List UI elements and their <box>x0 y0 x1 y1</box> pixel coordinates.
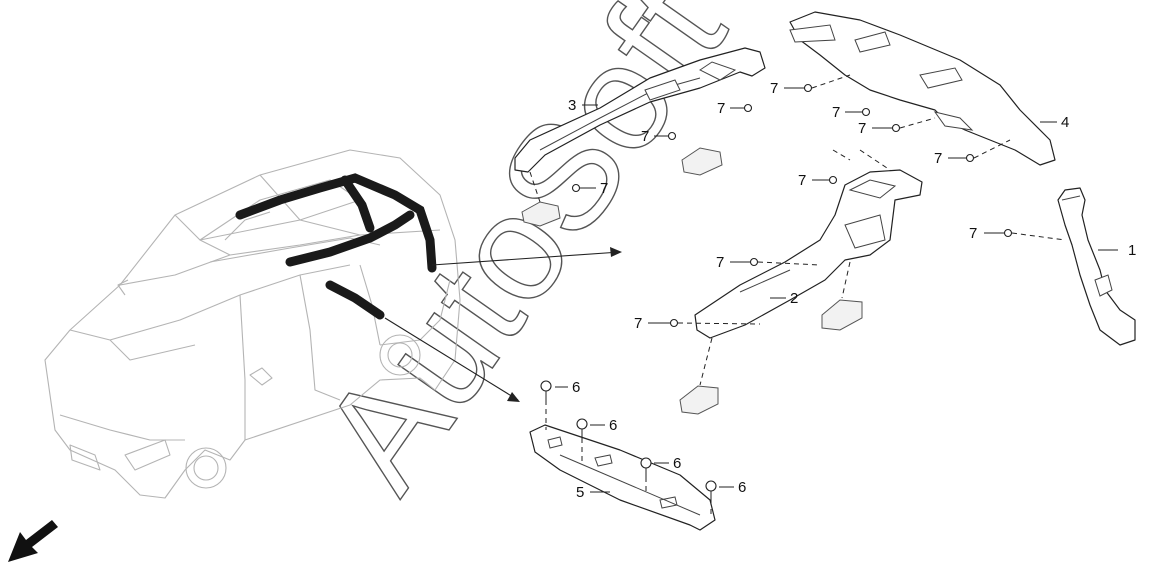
callout-7c: 7 <box>770 80 778 97</box>
callout-1: 1 <box>1128 242 1136 259</box>
callout-7b: 7 <box>717 100 725 117</box>
bolt-6-c <box>640 457 652 477</box>
callout-7d: 7 <box>832 104 840 121</box>
callout-3: 3 <box>568 97 576 114</box>
bolt-6-a <box>540 380 552 400</box>
callout-2: 2 <box>790 290 798 307</box>
callout-7a: 7 <box>641 128 649 145</box>
callout-6d: 6 <box>738 479 746 496</box>
part-2-grille <box>681 147 723 176</box>
callout-5: 5 <box>576 484 584 501</box>
callout-4: 4 <box>1061 114 1069 131</box>
callout-7e: 7 <box>858 120 866 137</box>
callout-6c: 6 <box>673 455 681 472</box>
front-direction-arrow-icon <box>8 520 58 562</box>
callout-6b: 6 <box>609 417 617 434</box>
screw-dash-lines <box>677 74 1066 325</box>
callout-7j: 7 <box>716 254 724 271</box>
part-2-duct <box>694 169 923 339</box>
callout-leaders <box>555 87 1118 493</box>
callout-7k: 7 <box>634 315 642 332</box>
callout-7h: 7 <box>600 180 608 197</box>
callout-7i: 7 <box>969 225 977 242</box>
callout-7g: 7 <box>798 172 806 189</box>
part-1-duct <box>1057 187 1136 346</box>
part-2-boot-lower <box>679 385 719 415</box>
callout-6a: 6 <box>572 379 580 396</box>
callout-labels: 1 2 3 4 5 6 6 6 6 7 7 7 7 7 7 7 7 7 7 7 <box>568 80 1136 501</box>
callout-7f: 7 <box>934 150 942 167</box>
bolt-6-b <box>576 418 588 438</box>
screw-7-group <box>571 83 1013 328</box>
part-5-bracket <box>529 424 716 531</box>
locator-arrows <box>384 247 622 402</box>
part-4-duct <box>789 11 1056 166</box>
vehicle-duct-highlight <box>235 173 437 320</box>
part-3-duct <box>514 47 766 173</box>
part-2-boot-upper <box>821 299 863 331</box>
bolt-6-d <box>705 480 717 500</box>
